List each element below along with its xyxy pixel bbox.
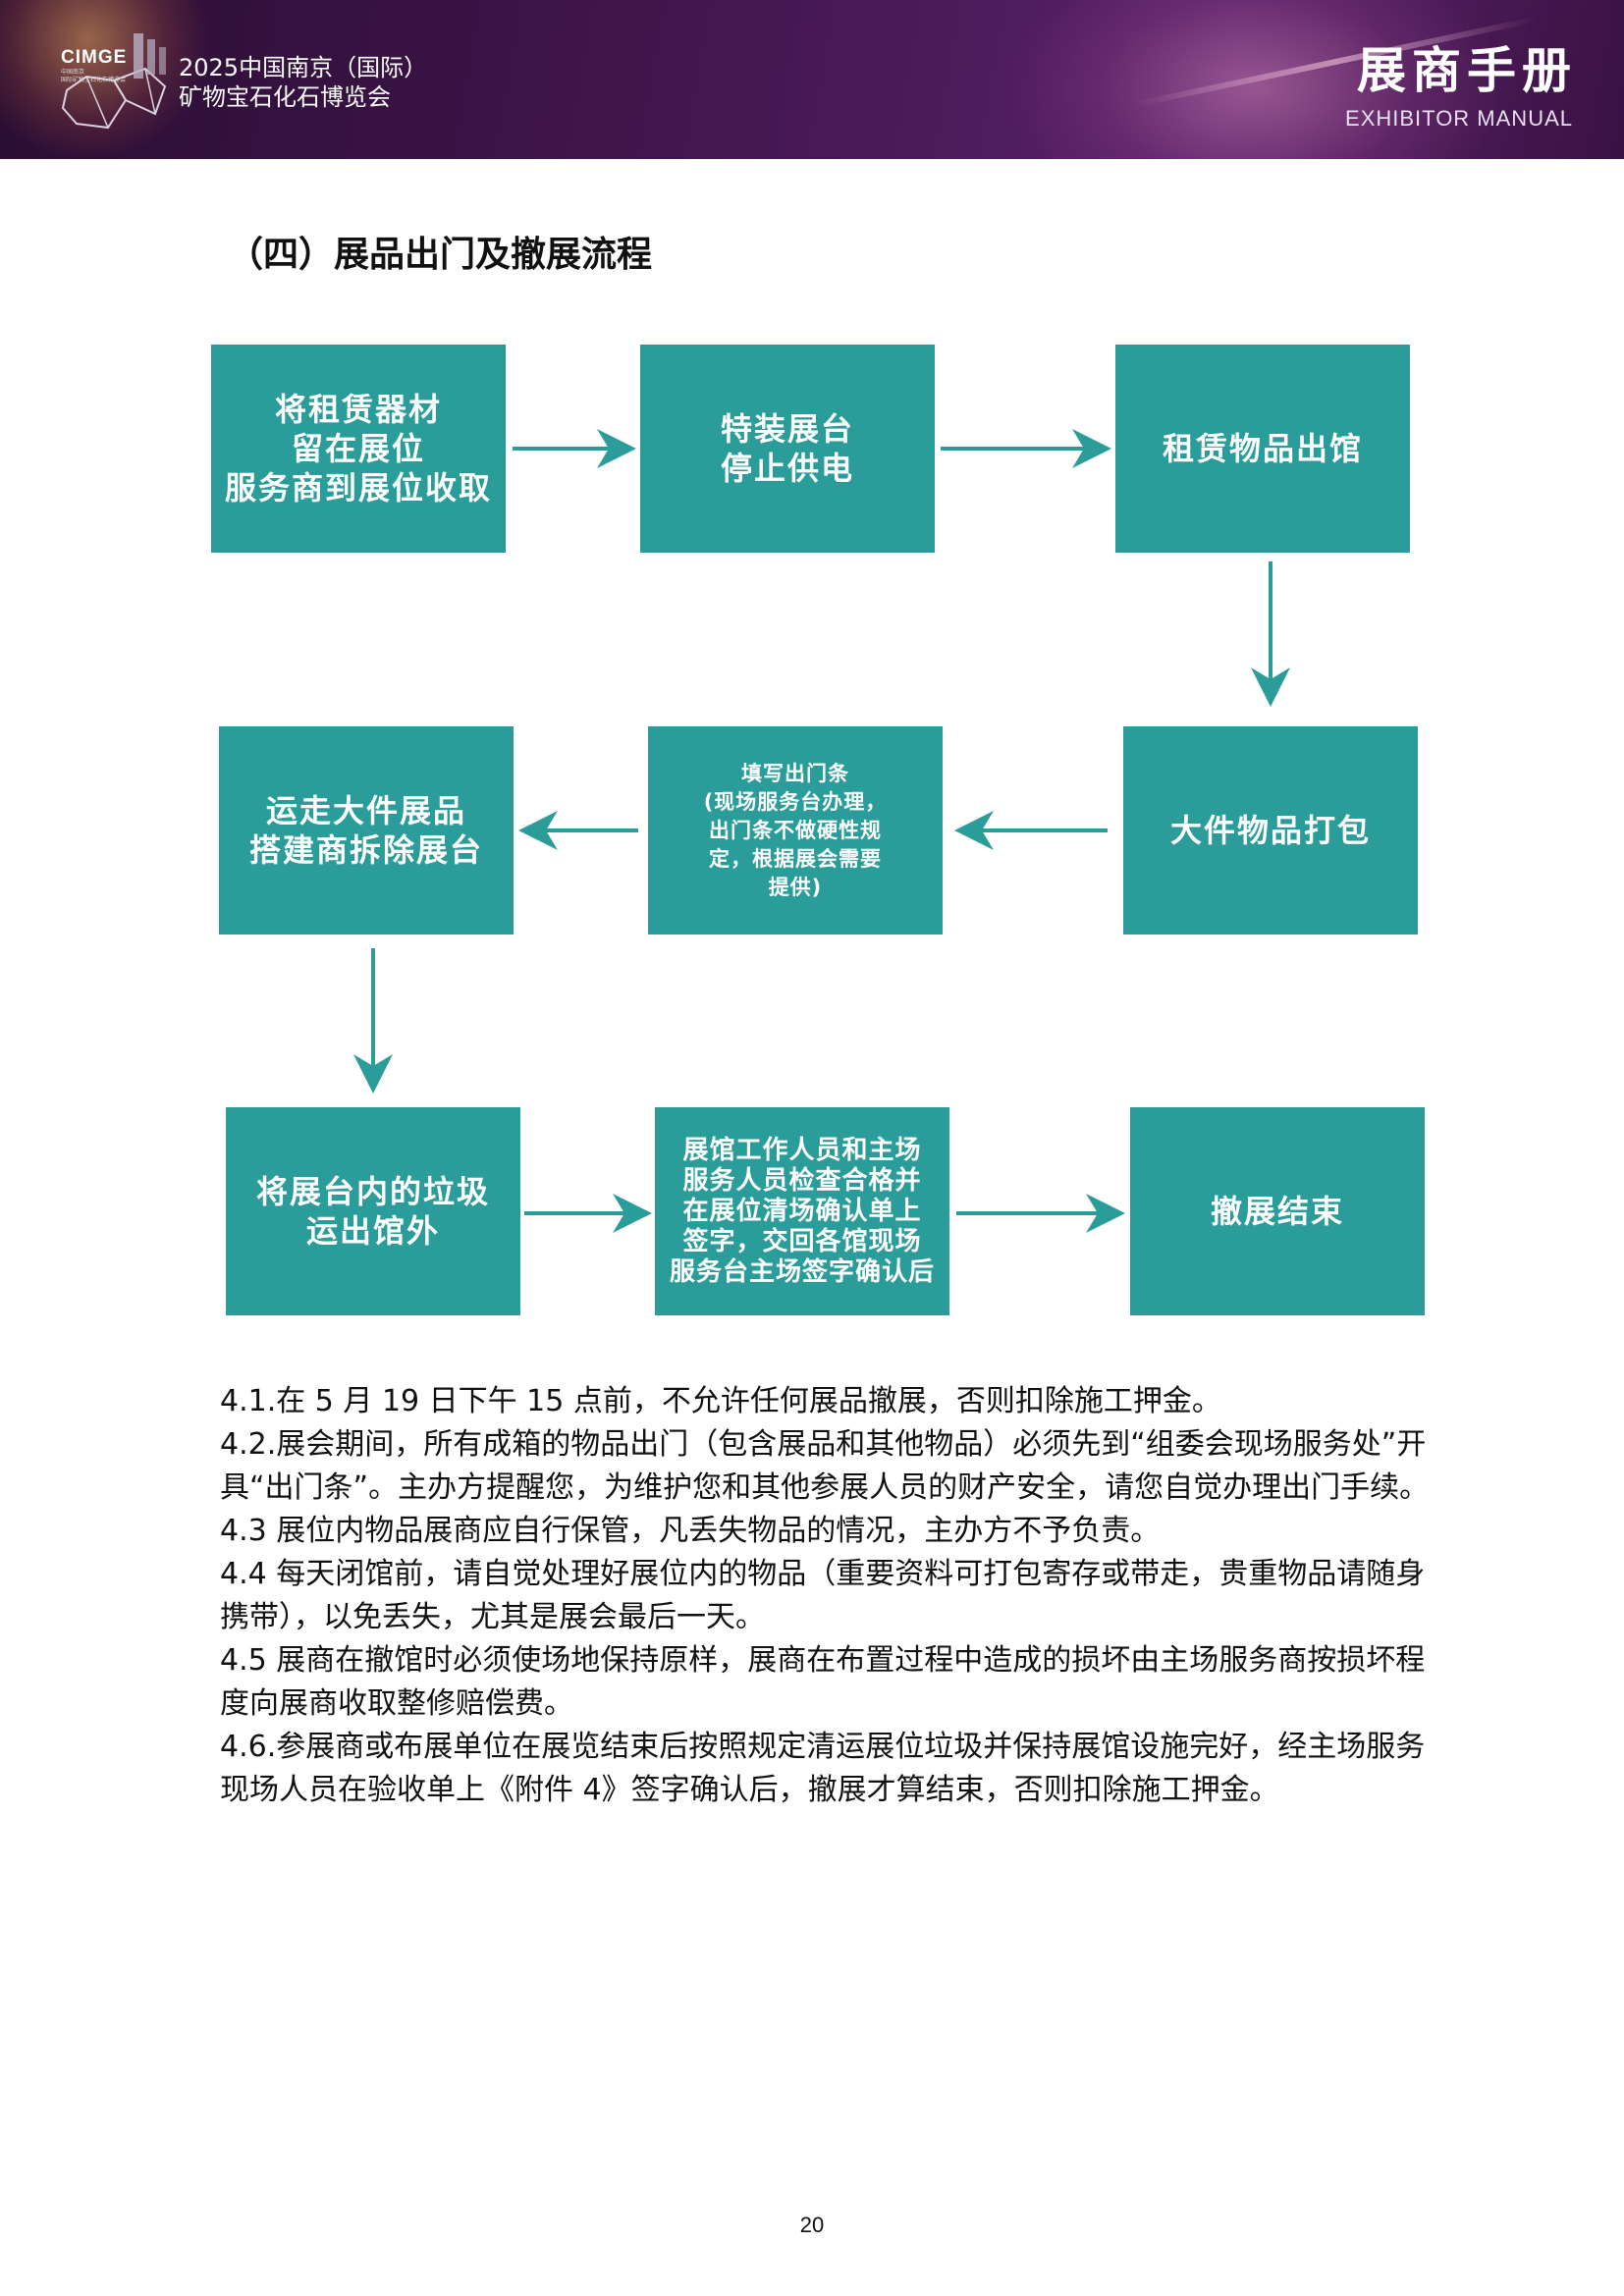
flow-step-1: 将租赁器材 留在展位 服务商到展位收取: [211, 345, 506, 553]
section-heading: （四）展品出门及撤展流程: [228, 235, 653, 275]
flow-step-2: 特装展台 停止供电: [640, 345, 935, 553]
page-number: 20: [799, 2213, 825, 2237]
event-title: 2025中国南京（国际） 矿物宝石化石博览会: [179, 53, 427, 112]
flow-step-4-text: 大件物品打包: [1169, 812, 1371, 849]
rule-4-5: 4.5 展商在撤馆时必须使场地保持原样，展商在布置过程中造成的损坏由主场服务商按…: [220, 1643, 1426, 1721]
flowchart-arrows: [353, 429, 1290, 1233]
flow-step-5: 填写出门条 (现场服务台办理， 出门条不做硬性规 定，根据展会需要 提供): [648, 726, 943, 934]
manual-title: 展商手册: [1357, 42, 1577, 99]
rules-list: 4.1.在 5 月 19 日下午 15 点前，不允许任何展品撤展，否则扣除施工押…: [220, 1380, 1437, 1812]
logo-text: CIMGE: [61, 47, 128, 68]
flow-step-3-text: 租赁物品出馆: [1162, 430, 1363, 467]
rule-4-3: 4.3 展位内物品展商应自行保管，凡丢失物品的情况，主办方不予负责。: [220, 1514, 1161, 1548]
event-title-line2: 矿物宝石化石博览会: [179, 83, 391, 111]
rule-4-4: 4.4 每天闭馆前，请自觉处理好展位内的物品（重要资料可打包寄存或带走，贵重物品…: [220, 1557, 1426, 1634]
flow-step-4: 大件物品打包: [1123, 726, 1418, 934]
cimge-logo-icon: [61, 33, 167, 130]
rule-4-1: 4.1.在 5 月 19 日下午 15 点前，不允许任何展品撤展，否则扣除施工押…: [220, 1384, 1221, 1418]
flow-step-7: 将展台内的垃圾 运出馆外: [226, 1107, 520, 1315]
flow-step-1-text: 将租赁器材 留在展位 服务商到展位收取: [224, 391, 492, 507]
rule-4-2: 4.2.展会期间，所有成箱的物品出门（包含展品和其他物品）必须先到“组委会现场服…: [220, 1427, 1430, 1505]
event-title-line1: 2025中国南京（国际）: [179, 54, 428, 81]
flow-step-8: 展馆工作人员和主场 服务人员检查合格并 在展位清场确认单上 签字，交回各馆现场 …: [655, 1107, 949, 1315]
flow-step-9-text: 撤展结束: [1210, 1193, 1344, 1230]
flow-step-5-text: 填写出门条 (现场服务台办理， 出门条不做硬性规 定，根据展会需要 提供): [703, 761, 888, 899]
rule-4-6: 4.6.参展商或布展单位在展览结束后按照规定清运展位垃圾并保持展馆设施完好，经主…: [220, 1730, 1426, 1807]
flow-step-3: 租赁物品出馆: [1115, 345, 1410, 553]
flow-step-9: 撤展结束: [1130, 1107, 1425, 1315]
flow-step-6: 运走大件展品 搭建商拆除展台: [219, 726, 514, 934]
flow-step-7-text: 将展台内的垃圾 运出馆外: [255, 1173, 490, 1250]
manual-subtitle: EXHIBITOR MANUAL: [1345, 106, 1573, 131]
logo-subtext: 中国南京 国际矿物宝石化石博览会: [61, 69, 127, 83]
flow-step-6-text: 运走大件展品 搭建商拆除展台: [248, 792, 483, 869]
flow-step-8-text: 展馆工作人员和主场 服务人员检查合格并 在展位清场确认单上 签字，交回各馆现场 …: [669, 1135, 935, 1287]
page-header: CIMGE 中国南京 国际矿物宝石化石博览会 2025中国南京（国际） 矿物宝石…: [0, 0, 1624, 159]
flow-step-2-text: 特装展台 停止供电: [720, 410, 854, 487]
